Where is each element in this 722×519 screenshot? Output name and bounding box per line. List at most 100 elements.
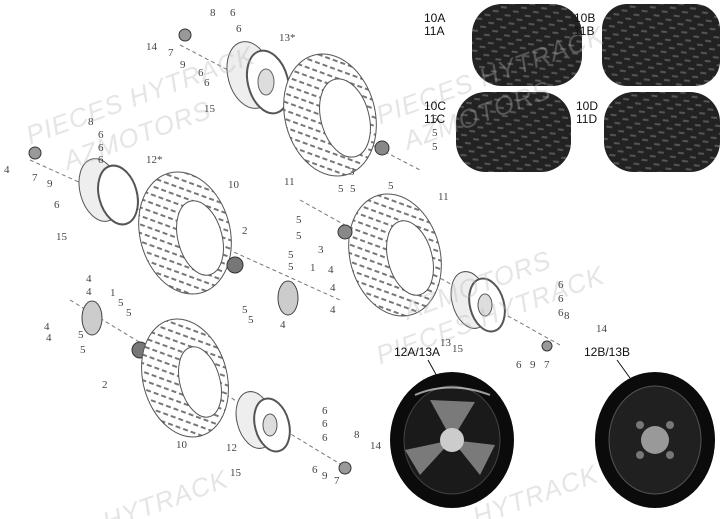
part-callout-5: 5 bbox=[242, 304, 248, 316]
part-callout-13-star: 13* bbox=[279, 32, 296, 44]
rim-12-lower bbox=[235, 391, 291, 453]
part-callout-6: 6 bbox=[558, 307, 564, 319]
brake-disc-1-upper bbox=[277, 280, 299, 316]
part-callout-11: 11 bbox=[284, 176, 295, 188]
tire-photo-10d bbox=[604, 92, 720, 172]
part-callout-5: 5 bbox=[432, 127, 438, 139]
tire-photo-10c bbox=[456, 92, 571, 172]
part-callout-9: 9 bbox=[47, 178, 53, 190]
part-callout-5: 5 bbox=[78, 329, 84, 341]
part-callout-15: 15 bbox=[204, 103, 215, 115]
brake-disc-1-lower bbox=[81, 300, 103, 336]
part-callout-6: 6 bbox=[558, 279, 564, 291]
part-callout-7: 7 bbox=[544, 359, 550, 371]
nut-14-lower bbox=[338, 461, 352, 475]
rim-12 bbox=[78, 158, 139, 226]
part-callout-5: 5 bbox=[350, 183, 356, 195]
part-callout-5: 5 bbox=[288, 261, 294, 273]
part-callout-6: 6 bbox=[98, 154, 104, 166]
part-callout-6: 6 bbox=[98, 129, 104, 141]
part-callout-4: 4 bbox=[86, 273, 92, 285]
part-callout-14: 14 bbox=[596, 323, 607, 335]
part-callout-7: 7 bbox=[168, 47, 174, 59]
part-callout-4: 4 bbox=[44, 321, 50, 333]
part-callout-8: 8 bbox=[354, 429, 360, 441]
part-callout-15: 15 bbox=[230, 467, 241, 479]
part-callout-7: 7 bbox=[32, 172, 38, 184]
part-callout-12: 12 bbox=[226, 442, 237, 454]
part-callout-9: 9 bbox=[322, 470, 328, 482]
tire-11-rear-top bbox=[283, 53, 377, 177]
tire-10-front-left bbox=[138, 171, 232, 295]
part-callout-9: 9 bbox=[530, 359, 536, 371]
leader-12a bbox=[427, 359, 439, 379]
rim-photo-12a bbox=[390, 372, 514, 508]
part-callout-5: 5 bbox=[388, 180, 394, 192]
part-callout-14: 14 bbox=[146, 41, 157, 53]
part-callout-6: 6 bbox=[322, 405, 328, 417]
nut-4-left bbox=[28, 146, 42, 160]
tire-photo-10b bbox=[602, 4, 720, 86]
part-callout-5: 5 bbox=[80, 344, 86, 356]
rim-variant-a: 12A/13A bbox=[394, 345, 441, 359]
rim-13-lower bbox=[450, 271, 506, 333]
hub-2-upper bbox=[226, 256, 244, 274]
part-callout-3: 3 bbox=[318, 244, 324, 256]
part-callout-2: 2 bbox=[242, 225, 248, 237]
part-callout-10: 10 bbox=[176, 439, 187, 451]
part-callout-6: 6 bbox=[204, 77, 210, 89]
part-callout-4: 4 bbox=[280, 319, 286, 331]
part-callout-5: 5 bbox=[296, 230, 302, 242]
part-callout-6: 6 bbox=[236, 23, 242, 35]
tire-10-front-lower bbox=[141, 318, 229, 438]
rim-photo-12b bbox=[595, 372, 715, 508]
part-callout-1: 1 bbox=[110, 287, 116, 299]
part-callout-4: 4 bbox=[4, 164, 10, 176]
part-callout-15: 15 bbox=[56, 231, 67, 243]
part-callout-5: 5 bbox=[248, 314, 254, 326]
part-callout-5: 5 bbox=[288, 249, 294, 261]
tire-11-rear-right bbox=[348, 193, 442, 317]
part-callout-6: 6 bbox=[516, 359, 522, 371]
part-callout-6: 6 bbox=[558, 293, 564, 305]
tire-photo-10a bbox=[472, 4, 582, 86]
part-callout-15: 15 bbox=[452, 343, 463, 355]
part-callout-1: 1 bbox=[310, 262, 316, 274]
part-callout-13: 13 bbox=[440, 337, 451, 349]
part-callout-8: 8 bbox=[88, 116, 94, 128]
part-callout-3: 3 bbox=[349, 166, 355, 178]
part-callout-6: 6 bbox=[230, 7, 236, 19]
part-callout-8: 8 bbox=[564, 310, 570, 322]
part-callout-14: 14 bbox=[370, 440, 381, 452]
rim-variant-b: 12B/13B bbox=[584, 345, 631, 359]
part-callout-7: 7 bbox=[334, 475, 340, 487]
part-callout-5: 5 bbox=[432, 113, 438, 125]
part-callout-12-star: 12* bbox=[146, 154, 163, 166]
part-callout-6: 6 bbox=[322, 432, 328, 444]
nut-14-top bbox=[178, 28, 192, 42]
hub-3-top bbox=[374, 140, 390, 156]
part-callout-9: 9 bbox=[180, 59, 186, 71]
part-callout-4: 4 bbox=[330, 282, 336, 294]
rim-13 bbox=[226, 41, 291, 115]
part-callout-5: 5 bbox=[296, 214, 302, 226]
part-callout-6: 6 bbox=[198, 67, 204, 79]
part-callout-2: 2 bbox=[102, 379, 108, 391]
leader-12b bbox=[616, 359, 631, 379]
part-callout-8: 8 bbox=[210, 7, 216, 19]
part-callout-4: 4 bbox=[330, 304, 336, 316]
hub-3-middle bbox=[337, 224, 353, 240]
part-callout-6: 6 bbox=[54, 199, 60, 211]
part-callout-10: 10 bbox=[228, 179, 239, 191]
part-callout-6: 6 bbox=[312, 464, 318, 476]
part-callout-6: 6 bbox=[98, 142, 104, 154]
part-callout-6: 6 bbox=[322, 418, 328, 430]
nut-14-right bbox=[541, 340, 553, 352]
part-callout-11: 11 bbox=[438, 191, 449, 203]
